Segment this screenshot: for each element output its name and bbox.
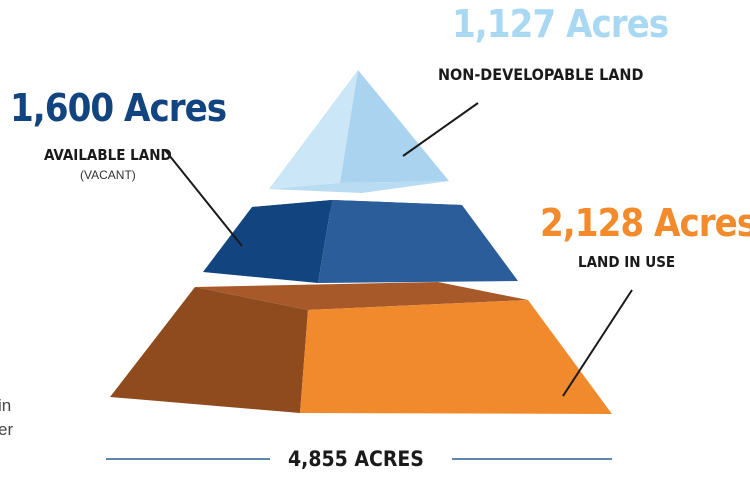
top-tier-right-face [340,70,449,183]
leader-line-available [164,149,243,247]
cut-off-text-line-1: in [0,396,12,415]
top-tier-base [269,181,449,193]
non-developable-category: NON-DEVELOPABLE LAND [438,65,644,84]
bottom-tier-cap [195,282,528,310]
in-use-category: LAND IN USE [578,253,676,271]
in-use-acres: 2,128 Acres [540,201,750,245]
bottom-tier-left-face [110,287,308,413]
bottom-tier-right-face [300,300,612,414]
available-acres: 1,600 Acres [10,86,227,130]
available-category: AVAILABLE LAND [44,146,172,164]
non-developable-acres: 1,127 Acres [452,2,669,46]
top-tier-left-face [269,70,358,189]
middle-tier-left-face [203,200,332,283]
total-acres: 4,855 ACRES [288,447,424,471]
middle-tier-right-face [318,200,518,283]
leader-line-in-use [562,289,633,397]
cut-off-text-line-2: er [0,420,14,439]
available-note: (VACANT) [80,168,136,182]
leader-line-non-developable [402,102,479,157]
